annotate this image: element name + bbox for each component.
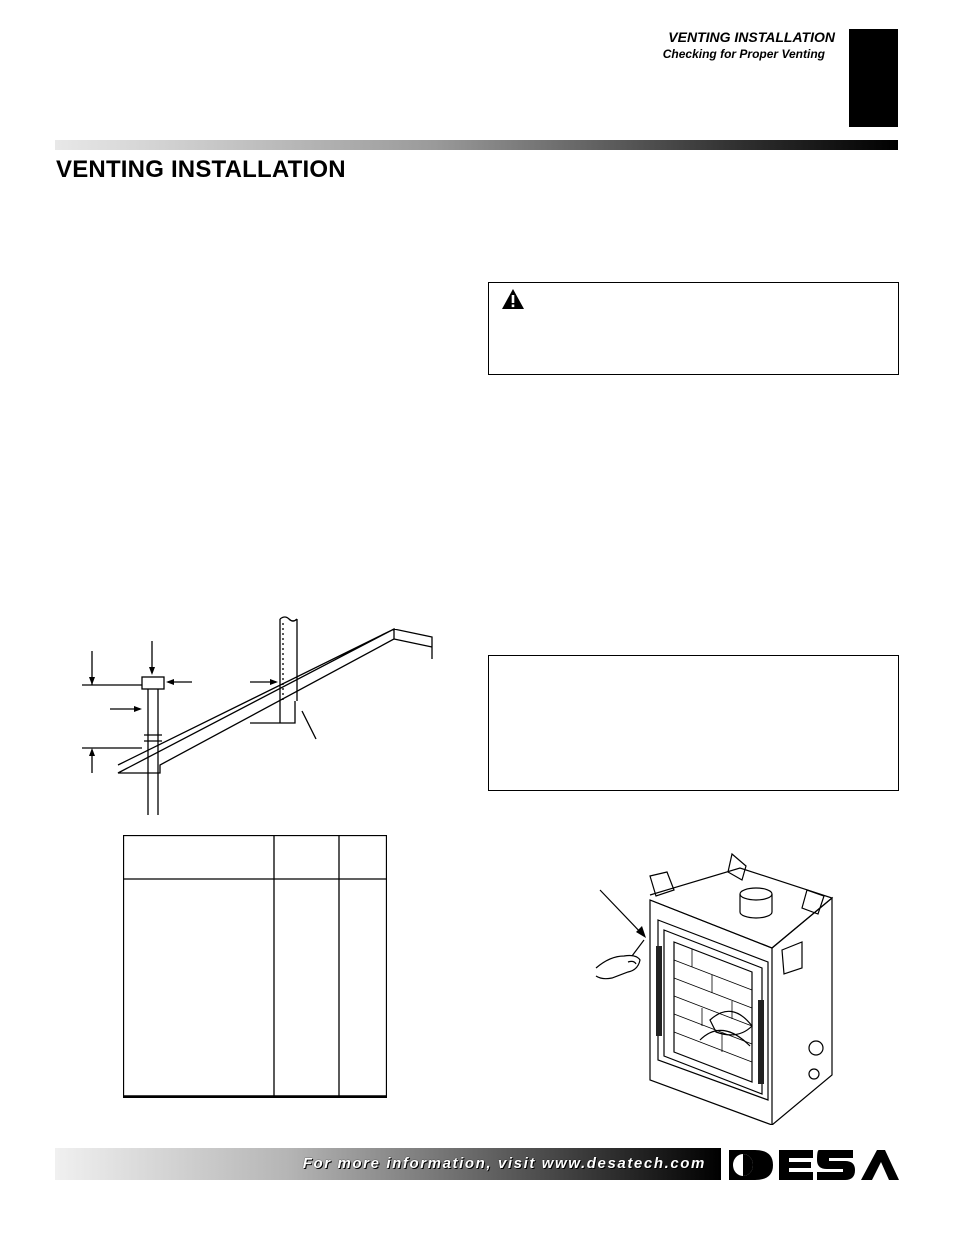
header-gradient-rule xyxy=(55,140,898,150)
warning-box xyxy=(488,282,899,375)
footer-info-link[interactable]: For more information, visit www.desatech… xyxy=(302,1155,706,1172)
page-tab-marker xyxy=(849,29,898,127)
footer-gradient-bar xyxy=(55,1148,721,1180)
roof-line xyxy=(117,627,433,774)
header-section-title: VENTING INSTALLATION xyxy=(668,29,835,45)
notice-box xyxy=(488,655,899,791)
header-subsection-title: Checking for Proper Venting xyxy=(662,47,825,61)
vent-termination-diagram xyxy=(82,616,433,815)
desa-logo-icon xyxy=(729,1150,899,1180)
vent-cap xyxy=(141,676,165,690)
fireplace-illustration xyxy=(595,852,834,1125)
clearance-table xyxy=(123,835,387,1098)
warning-triangle-icon xyxy=(502,289,524,309)
page-title: VENTING INSTALLATION xyxy=(56,156,346,183)
hand-drawing xyxy=(595,954,641,980)
